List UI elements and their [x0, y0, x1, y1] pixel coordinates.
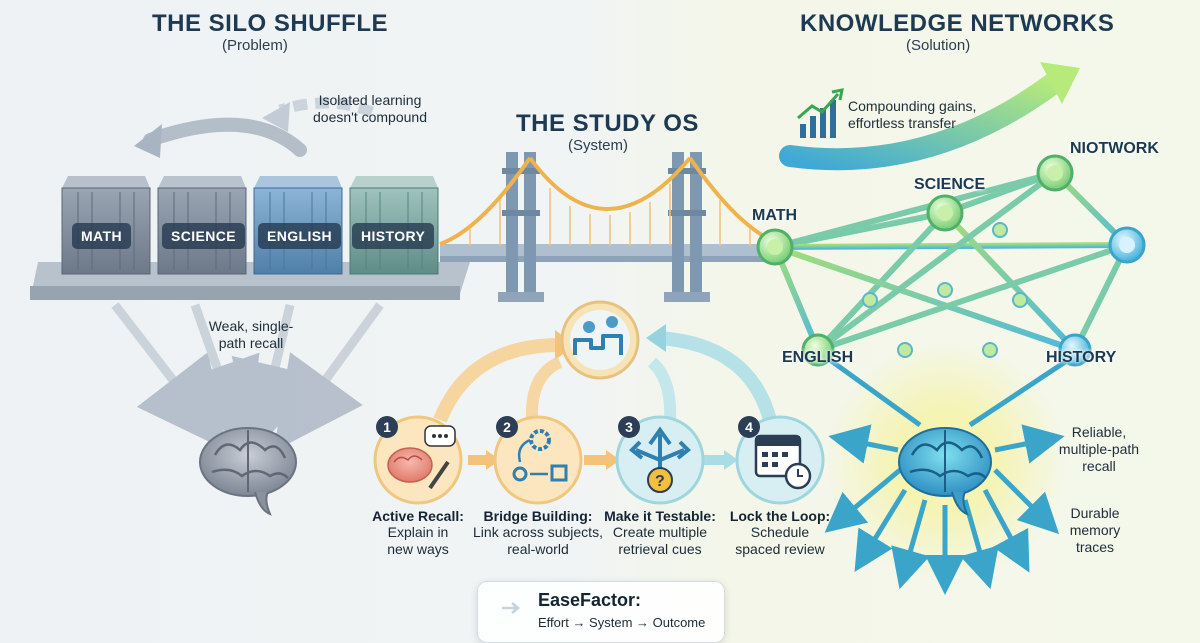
- step-3-title: Make it Testable:: [604, 508, 716, 524]
- step-4-title: Lock the Loop:: [729, 508, 831, 524]
- network-node-science: [926, 194, 964, 232]
- step-2-card: Bridge Building: Link across subjects, r…: [468, 508, 608, 558]
- silo-label-math: MATH: [72, 223, 131, 249]
- diagram-artwork: ?: [30, 62, 1146, 595]
- silo-label-science: SCIENCE: [162, 223, 246, 249]
- compounding-gains-note: Compounding gains, effortless transfer: [848, 98, 977, 131]
- step-3-number: 3: [618, 416, 640, 438]
- strong-recall-arrows: [824, 357, 1067, 595]
- silo-loop-arrow-dashed: [278, 97, 375, 118]
- system-subtitle: (System): [568, 137, 628, 154]
- easefactor-formula: Effort → System → Outcome: [538, 615, 706, 630]
- step-1-card: Active Recall: Explain in new ways: [348, 508, 488, 558]
- silo-label-english: ENGLISH: [258, 223, 342, 249]
- step-2-text: Link across subjects, real-world: [473, 524, 603, 557]
- step-4-icon: [735, 415, 825, 505]
- network-node-niotwork: [1036, 154, 1074, 192]
- network-node-math: [756, 228, 794, 266]
- svg-text:?: ?: [655, 473, 665, 490]
- network-junctions: [862, 222, 1028, 358]
- easefactor-card: EaseFactor: Effort → System → Outcome: [477, 581, 725, 643]
- loop-arrow-1: [433, 338, 561, 423]
- step-1-title: Active Recall:: [372, 508, 464, 524]
- weak-recall-arrows: [111, 302, 384, 454]
- step-flow-arrows: [468, 450, 738, 470]
- easefactor-icon: [502, 602, 520, 614]
- network-node-history: [1058, 333, 1092, 367]
- loop-arrow-4: [659, 331, 777, 422]
- step-1-icon: [373, 415, 463, 505]
- study-os-hub-icon: [560, 300, 640, 380]
- step-4-text: Schedule spaced review: [735, 524, 825, 557]
- step-2-number: 2: [496, 416, 518, 438]
- step-4-card: Lock the Loop: Schedule spaced review: [710, 508, 850, 558]
- durable-traces-note: Durable memory traces: [1069, 505, 1121, 555]
- reliable-recall-note: Reliable, multiple-path recall: [1058, 424, 1140, 474]
- brain-connected-icon: [898, 427, 992, 516]
- node-label-science: SCIENCE: [914, 176, 986, 193]
- node-label-niotwork: NIOTWORK: [1070, 140, 1159, 157]
- network-node-right: [1108, 226, 1146, 264]
- problem-title: THE SILO SHUFFLE: [152, 10, 388, 37]
- isolated-learning-note: Isolated learning doesn't compound: [313, 92, 427, 125]
- weak-recall-note: Weak, single-path recall: [208, 318, 294, 351]
- solution-subtitle: (Solution): [906, 37, 971, 54]
- easefactor-title: EaseFactor:: [538, 590, 642, 610]
- step-2-icon: [493, 415, 583, 505]
- growth-chart-icon: [797, 88, 844, 138]
- step-2-title: Bridge Building:: [483, 508, 593, 524]
- gains-arrow: [779, 71, 1066, 171]
- node-label-history: HISTORY: [1046, 349, 1117, 366]
- step-1-text: Explain in new ways: [387, 524, 449, 557]
- step-1-number: 1: [376, 416, 398, 438]
- network-node-english: [801, 333, 835, 367]
- step-4-number: 4: [738, 416, 760, 438]
- bridge-illustration: [439, 152, 781, 302]
- problem-subtitle: (Problem): [222, 37, 288, 54]
- node-label-math: MATH: [752, 207, 798, 224]
- step-3-card: Make it Testable: Create multiple retrie…: [590, 508, 730, 558]
- step-3-text: Create multiple retrieval cues: [612, 524, 708, 557]
- silo-label-history: HISTORY: [352, 223, 435, 249]
- system-title: THE STUDY OS: [516, 110, 699, 137]
- node-label-english: ENGLISH: [782, 349, 854, 366]
- solution-title: KNOWLEDGE NETWORKS: [800, 10, 1115, 37]
- silo-loop-arrow: [143, 117, 307, 157]
- brain-gray-icon: [199, 427, 297, 516]
- step-3-icon: ?: [615, 415, 705, 505]
